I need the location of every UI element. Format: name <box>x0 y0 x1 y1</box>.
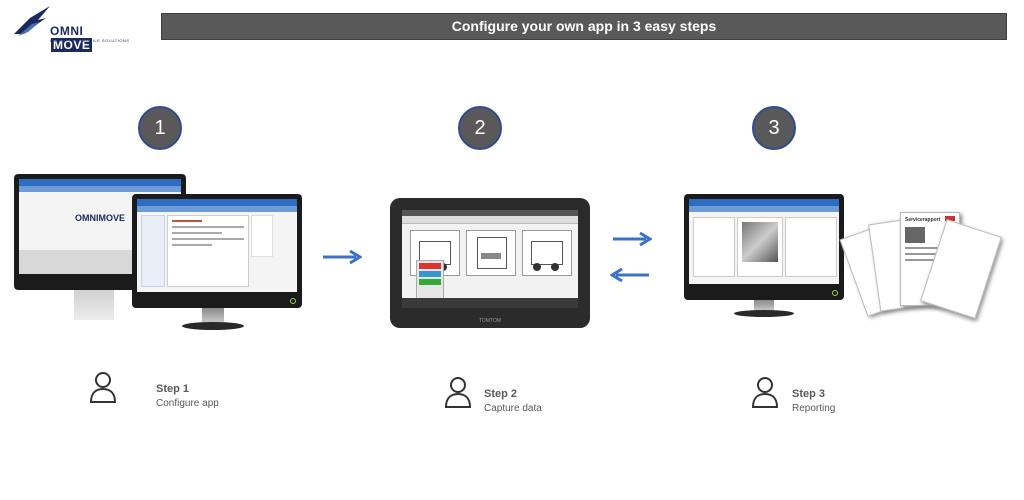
power-icon <box>290 298 296 304</box>
reporting-illustration <box>684 194 844 319</box>
logo-brand: OMNI <box>50 24 84 38</box>
tablet-illustration: TOMTOM <box>390 198 590 328</box>
logo-wordmark: OMNIMOVE <box>50 24 122 52</box>
logo-tagline: ENTERPRISE MOBILE SOLUTIONS <box>50 38 130 43</box>
truck-right-view <box>522 230 572 276</box>
arrow-right-icon <box>323 250 362 264</box>
bird-logo-icon <box>14 6 50 36</box>
configure-app-illustration: OMNIMOVE <box>14 174 304 359</box>
power-icon <box>832 290 838 296</box>
person-outline-icon <box>751 377 779 408</box>
report-documents: Servicerapport <box>839 206 1002 334</box>
drawing-palette <box>416 260 444 302</box>
logo-brand-box: MOVE <box>51 38 93 52</box>
step-1-subtitle: Configure app <box>156 398 219 409</box>
app-toolbar <box>689 206 839 212</box>
app-toolbar <box>137 206 297 212</box>
step-1-number: 1 <box>138 106 182 150</box>
step-2-number: 2 <box>458 106 502 150</box>
app-titlebar <box>137 199 297 206</box>
front-monitor <box>132 194 302 308</box>
step-1-title: Step 1 <box>156 383 190 395</box>
step-3-number: 3 <box>752 106 796 150</box>
truck-front-view <box>466 230 516 276</box>
report-title: Servicerapport <box>905 217 941 223</box>
tablet-brand: TOMTOM <box>478 318 502 324</box>
reporting-monitor <box>684 194 844 300</box>
app-titlebar <box>19 179 181 186</box>
arrow-right-icon <box>613 232 652 246</box>
tablet-screen <box>402 210 578 308</box>
app-toolbar <box>19 186 181 192</box>
step-3-subtitle: Reporting <box>792 403 836 414</box>
arrow-left-icon <box>610 268 649 282</box>
step-2-subtitle: Capture data <box>484 403 542 414</box>
step-2-title: Step 2 <box>484 388 518 400</box>
page-title-banner: Configure your own app in 3 easy steps <box>161 13 1007 40</box>
step-3-title: Step 3 <box>792 388 826 400</box>
screen-logo: OMNIMOVE <box>75 213 126 223</box>
app-titlebar <box>689 199 839 206</box>
person-outline-icon <box>89 372 117 403</box>
person-outline-icon <box>444 377 472 408</box>
omnimove-logo: OMNIMOVE ENTERPRISE MOBILE SOLUTIONS <box>12 4 129 52</box>
